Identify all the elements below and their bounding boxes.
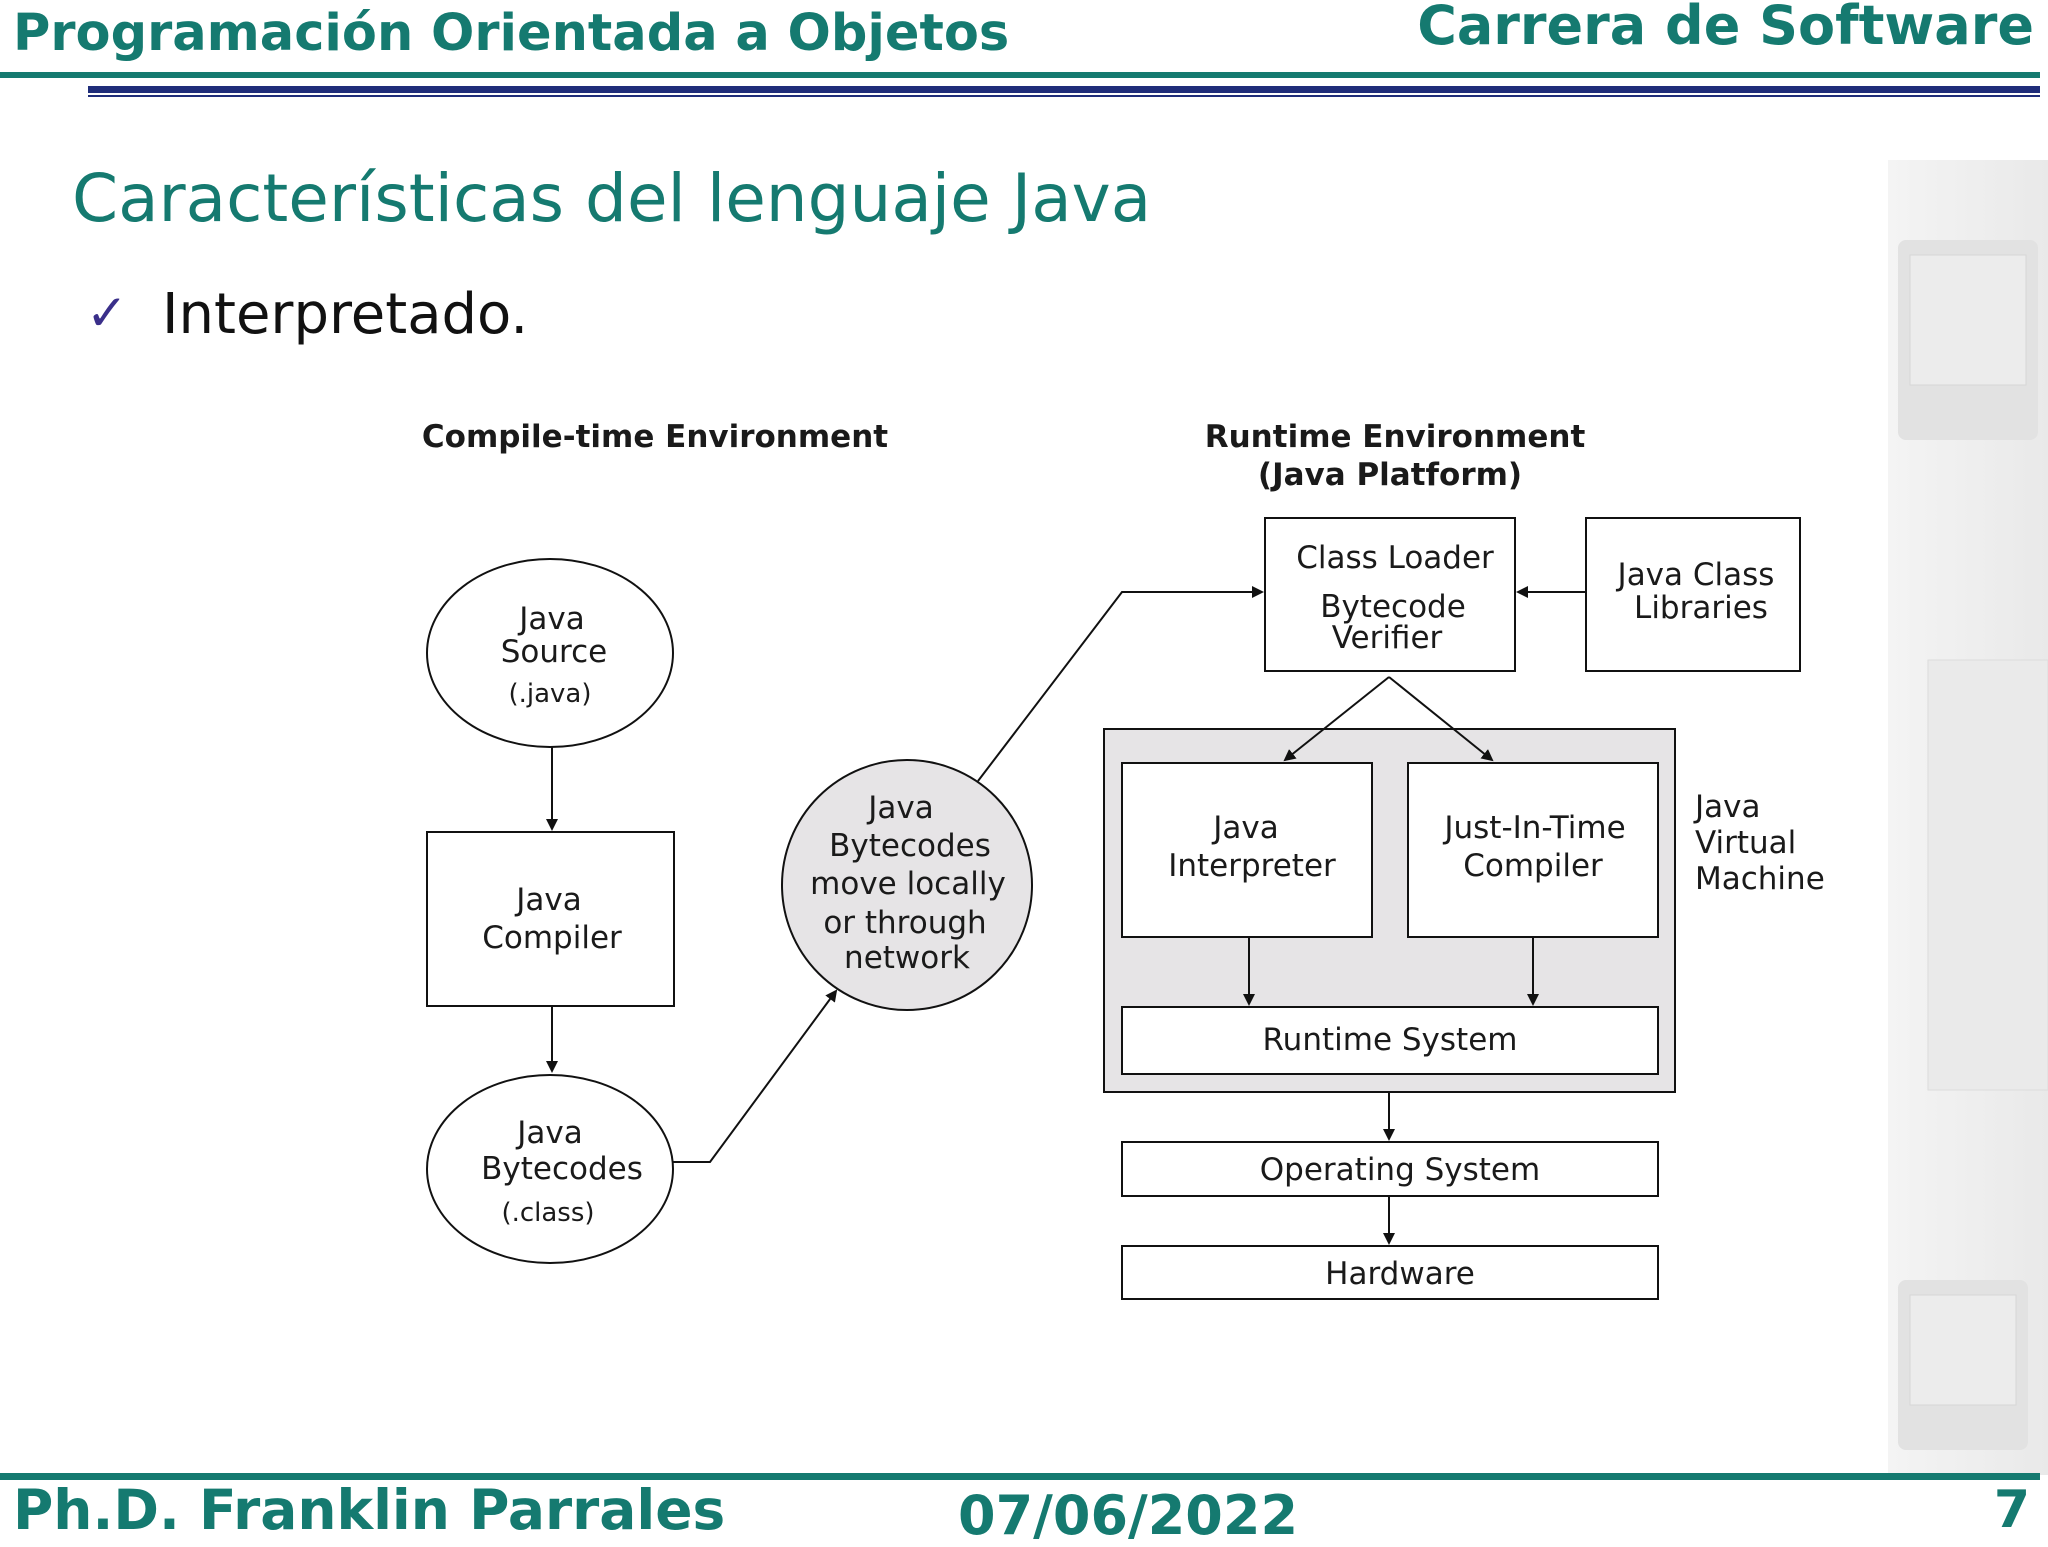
- compile-env-label: Compile-time Environment: [422, 419, 888, 455]
- jit-compiler-node: Just-In-Time Compiler: [1407, 762, 1659, 938]
- svg-text:move locally: move locally: [810, 866, 1006, 902]
- svg-text:Bytecode: Bytecode: [1320, 589, 1466, 625]
- svg-text:Runtime System: Runtime System: [1263, 1022, 1518, 1058]
- svg-text:Virtual: Virtual: [1695, 825, 1796, 861]
- svg-text:Verifier: Verifier: [1332, 620, 1443, 656]
- decorative-background-image: [1888, 160, 2048, 1475]
- svg-text:Bytecodes: Bytecodes: [481, 1151, 643, 1187]
- svg-text:Libraries: Libraries: [1634, 590, 1768, 626]
- footer-divider: [0, 1473, 2040, 1480]
- java-bytecodes-node: Java Bytecodes (.class): [426, 1074, 674, 1264]
- jvm-label: Java Virtual Machine: [1693, 789, 1825, 897]
- runtime-env-label-1: Runtime Environment: [1205, 419, 1586, 455]
- svg-text:Java Class: Java Class: [1616, 557, 1775, 593]
- svg-text:Just-In-Time: Just-In-Time: [1442, 810, 1625, 846]
- operating-system-node: Operating System: [1121, 1141, 1659, 1197]
- class-loader-node: Class Loader Bytecode Verifier: [1264, 517, 1516, 672]
- svg-text:Machine: Machine: [1695, 861, 1825, 897]
- svg-text:Compiler: Compiler: [482, 920, 622, 956]
- bullet-text: Interpretado.: [162, 282, 529, 347]
- footer-date: 07/06/2022: [958, 1484, 1299, 1547]
- footer-author: Ph.D. Franklin Parrales: [13, 1478, 726, 1542]
- runtime-env-label-2: (Java Platform): [1258, 457, 1522, 493]
- slide-title: Características del lenguaje Java: [72, 160, 1152, 237]
- svg-text:Compiler: Compiler: [1463, 848, 1603, 884]
- svg-text:Java: Java: [515, 1115, 582, 1151]
- bytecodes-network-node: Java Bytecodes move locally or through n…: [781, 759, 1033, 1011]
- course-title: Programación Orientada a Objetos: [13, 4, 1010, 63]
- career-title: Carrera de Software: [1417, 0, 2034, 57]
- svg-text:Java: Java: [1693, 789, 1760, 825]
- svg-text:or through: or through: [823, 905, 986, 941]
- svg-text:(.class): (.class): [501, 1198, 594, 1228]
- page-number: 7: [1993, 1480, 2030, 1540]
- svg-text:Bytecodes: Bytecodes: [829, 828, 991, 864]
- svg-text:(.java): (.java): [508, 679, 591, 709]
- hardware-node: Hardware: [1121, 1245, 1659, 1300]
- svg-text:Java: Java: [1211, 810, 1278, 846]
- header-divider-accent: [88, 86, 2040, 93]
- java-class-libraries-node: Java Class Libraries: [1585, 517, 1801, 672]
- svg-text:Java: Java: [517, 601, 584, 637]
- java-source-node: Java Source (.java): [426, 558, 674, 748]
- svg-text:Operating System: Operating System: [1260, 1152, 1540, 1188]
- svg-text:Interpreter: Interpreter: [1168, 848, 1336, 884]
- svg-text:Java: Java: [866, 790, 933, 826]
- svg-text:Class Loader: Class Loader: [1296, 540, 1494, 576]
- svg-text:Java: Java: [514, 882, 581, 918]
- svg-text:Hardware: Hardware: [1325, 1256, 1475, 1292]
- header-divider-accent-thin: [88, 95, 2040, 97]
- java-interpreter-node: Java Interpreter: [1121, 762, 1373, 938]
- header-divider: [0, 72, 2040, 78]
- java-compiler-node: Java Compiler: [426, 831, 675, 1007]
- runtime-system-node: Runtime System: [1121, 1006, 1659, 1075]
- svg-text:Source: Source: [501, 634, 607, 670]
- checkmark-icon: ✓: [86, 284, 128, 342]
- svg-text:network: network: [844, 940, 970, 976]
